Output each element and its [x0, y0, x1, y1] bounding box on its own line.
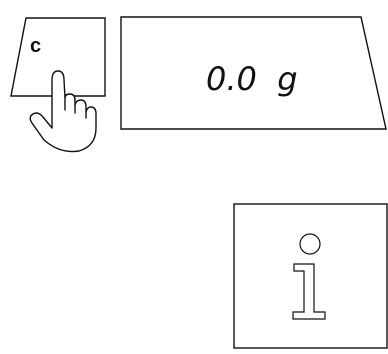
pointing-hand-icon	[29, 70, 97, 153]
c-key-label: c	[30, 35, 42, 57]
info-icon	[292, 233, 326, 320]
c-key[interactable]	[10, 17, 106, 97]
weight-display	[120, 16, 387, 130]
weight-readout: 0.0 g	[206, 60, 298, 98]
